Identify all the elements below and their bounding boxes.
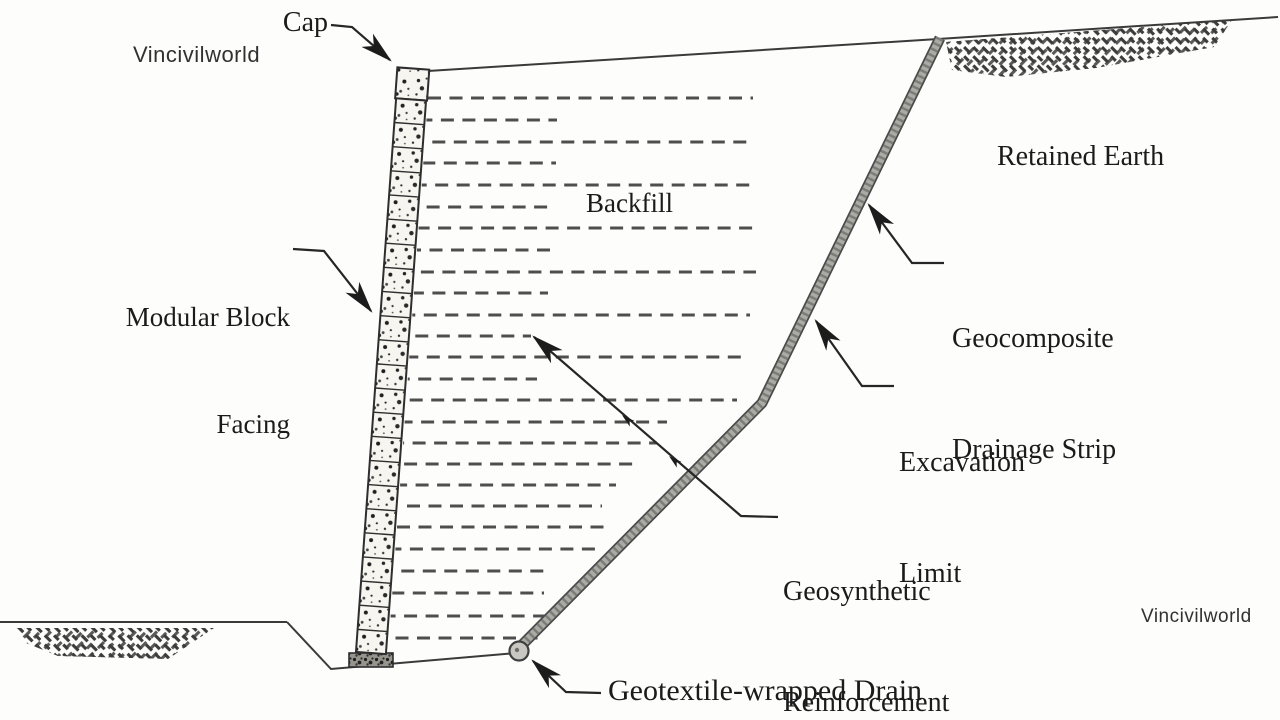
block-joint xyxy=(392,145,423,150)
retained-earth-label: Retained Earth xyxy=(997,141,1165,172)
block-joint xyxy=(380,314,411,319)
geosynthetic-label-line1: Geosynthetic xyxy=(783,575,931,607)
block-joint xyxy=(373,411,404,416)
geotextile-wrapped-drain-label: Geotextile-wrapped Drain xyxy=(608,674,923,707)
geosynthetic-reinforcement-label: Geosynthetic Reinforcement xyxy=(783,500,949,720)
geosynthetic-label-line2: Reinforcement xyxy=(783,686,950,718)
geocomposite-label-line1: Geocomposite xyxy=(952,322,1114,354)
block-joint xyxy=(361,580,392,584)
retained-earth-hatch xyxy=(946,20,1232,77)
geotextile-leader-arrow xyxy=(531,659,602,695)
block-joint xyxy=(369,459,400,464)
wall-block-column xyxy=(354,97,428,656)
modular-block-wall xyxy=(354,66,431,656)
block-joint xyxy=(366,507,397,512)
backfill-label: Backfill xyxy=(586,188,673,218)
block-joint-lines xyxy=(357,121,425,633)
block-joint xyxy=(387,218,418,222)
block-joint xyxy=(364,532,395,536)
excavation-base-line xyxy=(286,621,517,671)
excavation-limit-label: Excavation Limit xyxy=(899,371,1025,630)
excavation-label-line2: Limit xyxy=(899,557,962,589)
block-joint xyxy=(382,290,413,295)
geocomposite-leader-arrow xyxy=(867,203,944,265)
geosynthetic-mid-arrowheads xyxy=(622,415,682,468)
watermark-top-left: Vincivilworld xyxy=(133,42,261,67)
foundation-soil-hatch xyxy=(16,628,214,659)
drainage-strip xyxy=(513,35,945,654)
modular-block-label-line2: Facing xyxy=(216,409,291,440)
block-joint xyxy=(385,242,416,247)
excavation-leader-arrow xyxy=(814,319,894,388)
block-joint xyxy=(375,387,406,391)
drain-circle xyxy=(508,640,530,662)
block-joint xyxy=(368,483,399,488)
modular-block-leader-arrow xyxy=(292,247,373,313)
cap-leader-arrow xyxy=(330,23,392,62)
modular-block-label-line1: Modular Block xyxy=(125,302,290,333)
geocomposite-label-line2: Drainage Strip xyxy=(952,433,1117,465)
block-joint xyxy=(371,435,402,440)
block-joint xyxy=(362,556,393,560)
block-joint xyxy=(383,266,414,271)
block-joint xyxy=(378,339,409,343)
block-joint xyxy=(359,604,390,609)
block-joint xyxy=(376,363,407,367)
leader-lines xyxy=(292,23,944,695)
geosynthetic-leader-arrow xyxy=(532,335,779,519)
block-joint xyxy=(389,194,420,198)
block-joint xyxy=(394,121,425,126)
watermark-bottom-right: Vincivilworld xyxy=(1141,606,1252,627)
block-joint xyxy=(357,628,388,633)
wall-cap-block xyxy=(394,66,431,102)
cap-label: Cap xyxy=(282,7,328,38)
reinforcement-layers xyxy=(389,96,756,640)
modular-block-facing-label: Modular Block Facing xyxy=(84,229,290,478)
block-joint xyxy=(390,170,421,174)
geocomposite-drainage-strip-label: Geocomposite Drainage Strip xyxy=(952,247,1116,506)
excavation-label-line1: Excavation xyxy=(899,446,1025,478)
